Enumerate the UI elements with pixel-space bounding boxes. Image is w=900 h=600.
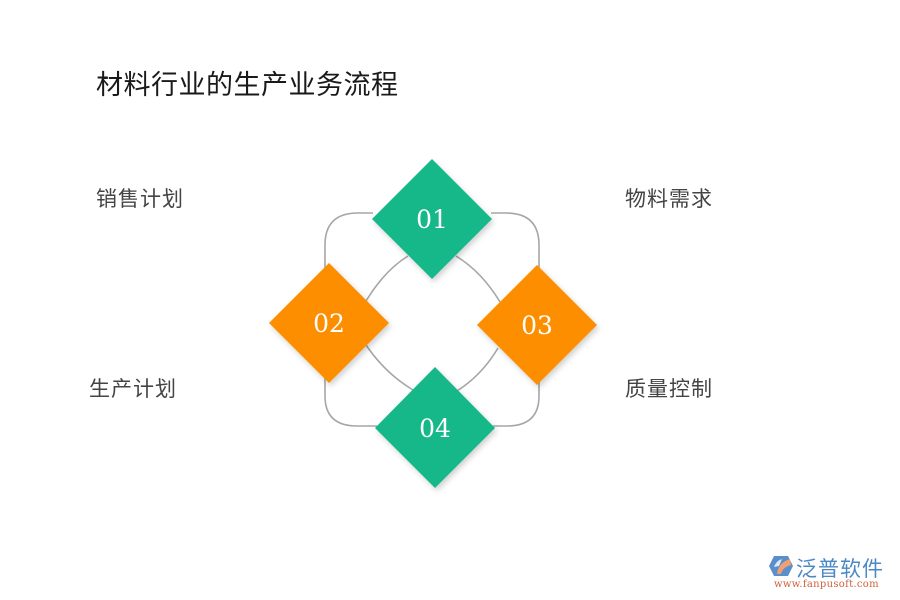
outer-connectors [324, 212, 540, 427]
logo-url-text: www.fanpusoft.com [774, 579, 879, 590]
logo-brand-text: 泛普软件 [796, 557, 884, 581]
step-number-02: 02 [313, 309, 345, 338]
step-number-04: 04 [419, 414, 451, 443]
label-bottom-left: 生产计划 [89, 377, 177, 401]
step-03: 03 [477, 265, 597, 385]
connector-top-left [324, 212, 373, 272]
label-top-right: 物料需求 [625, 187, 713, 211]
step-number-01: 01 [416, 205, 448, 234]
inner-connectors [365, 255, 501, 392]
connector-bottom-left [324, 376, 377, 427]
connector-inner-02-04 [365, 344, 414, 391]
fanpu-logo-icon [769, 556, 793, 576]
step-02: 02 [269, 263, 389, 383]
diamond-04 [375, 367, 495, 488]
diamond-02 [269, 263, 389, 383]
connector-top-right [491, 212, 540, 274]
label-bottom-right: 质量控制 [625, 377, 713, 401]
diamond-03 [477, 265, 597, 385]
step-number-03: 03 [521, 311, 553, 340]
connector-inner-03-04 [456, 347, 499, 392]
step-04: 04 [375, 367, 495, 488]
diamond-01 [372, 159, 492, 279]
connector-inner-01-03 [455, 255, 501, 303]
step-01: 01 [372, 159, 492, 279]
connector-inner-01-02 [365, 255, 409, 302]
connector-bottom-right [493, 378, 540, 427]
label-top-left: 销售计划 [96, 187, 184, 211]
fanpu-logo: 泛普软件 www.fanpusoft.com [768, 553, 893, 593]
page-title: 材料行业的生产业务流程 [96, 70, 399, 101]
